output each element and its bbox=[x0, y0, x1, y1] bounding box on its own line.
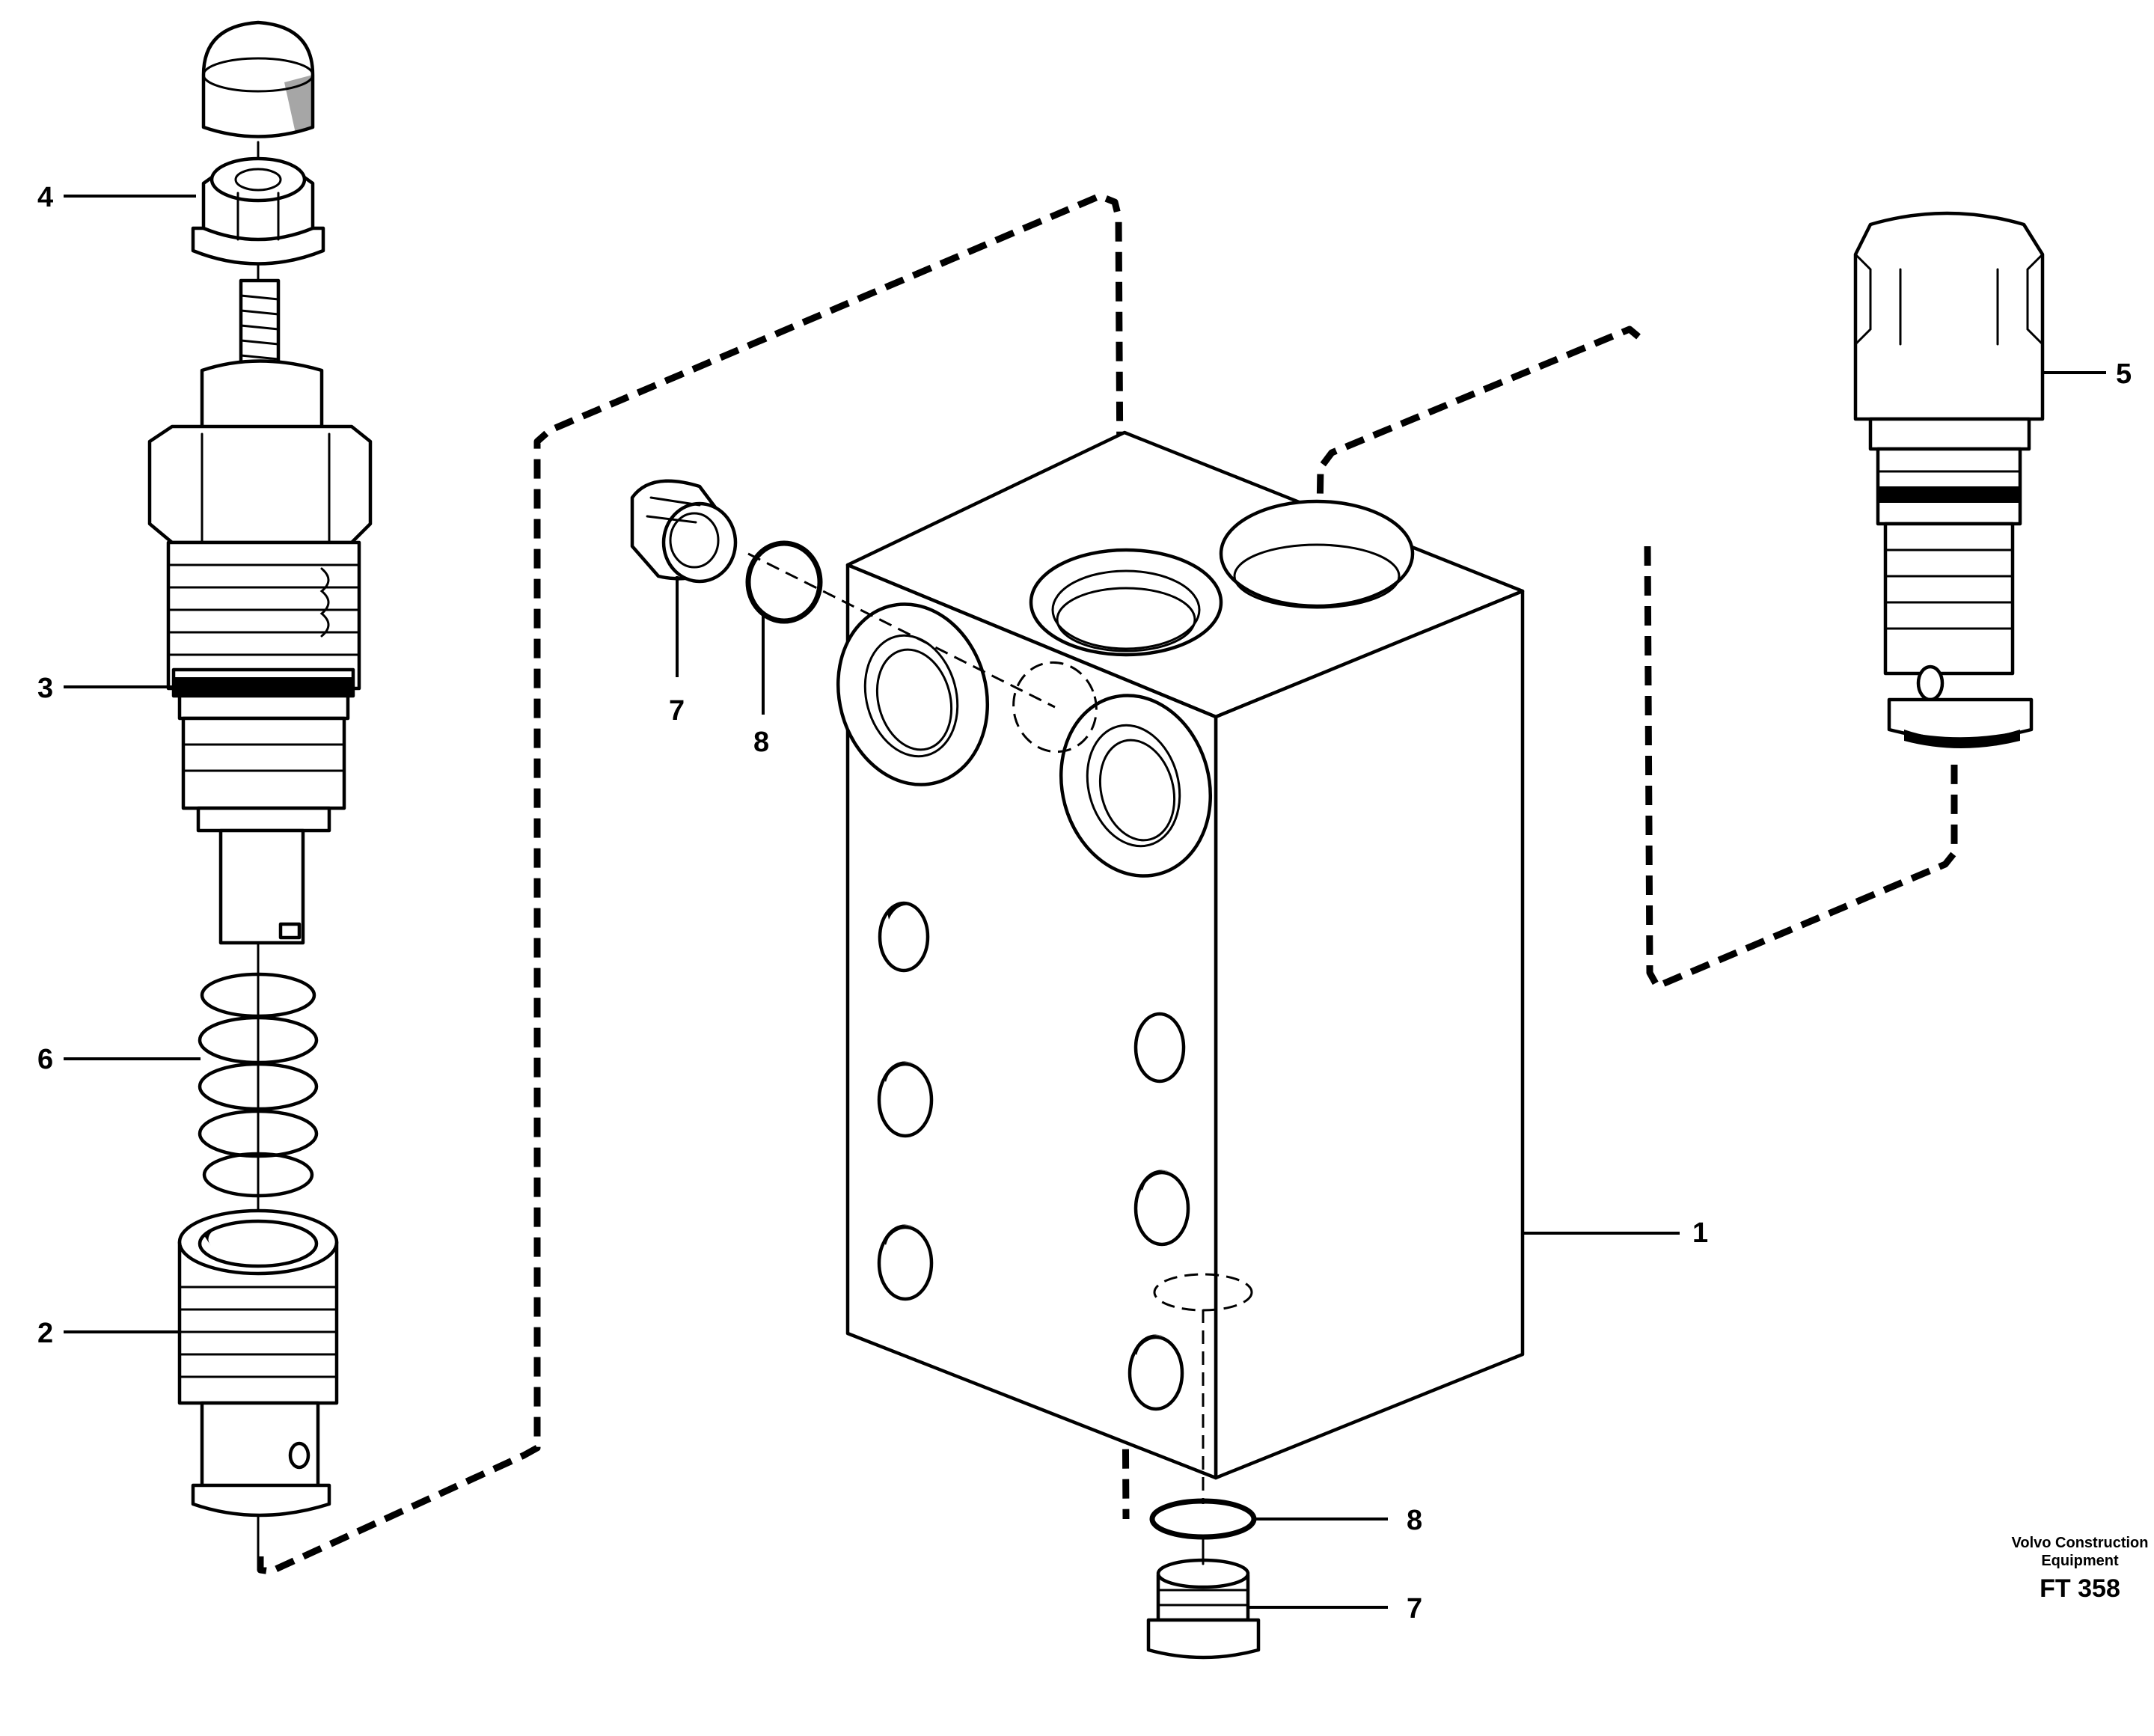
hidden-plug-seat bbox=[1012, 661, 1098, 754]
dust-cap bbox=[201, 20, 315, 138]
lock-nut bbox=[191, 156, 325, 266]
callout-5: 5 bbox=[2116, 358, 2132, 390]
callout-8-bottom: 8 bbox=[1407, 1505, 1422, 1536]
callout-6: 6 bbox=[37, 1044, 53, 1075]
valve-seat-sleeve bbox=[177, 1208, 339, 1518]
dashed-line-right-valve bbox=[1644, 545, 1958, 990]
company-name-line1: Volvo Construction bbox=[2012, 1535, 2149, 1551]
small-port-2 bbox=[1133, 1012, 1186, 1084]
right-valve-cartridge bbox=[1853, 211, 2045, 748]
callout-2: 2 bbox=[37, 1318, 53, 1349]
top-port-right bbox=[1219, 499, 1415, 608]
figure-footer: Volvo Construction Equipment FT 358 bbox=[2012, 1535, 2149, 1603]
callout-labels: 1 2 3 4 5 6 7 8 8 7 bbox=[37, 182, 2132, 1625]
o-ring-top bbox=[745, 540, 823, 624]
callout-7-bottom: 7 bbox=[1407, 1593, 1422, 1625]
dashed-line-left-valve bbox=[257, 192, 1130, 1575]
leader-lines bbox=[64, 195, 2106, 1609]
valve-block bbox=[747, 430, 1525, 1504]
callout-8-top: 8 bbox=[753, 727, 769, 758]
small-port-5 bbox=[877, 1225, 934, 1301]
block-right-face bbox=[1214, 589, 1525, 1480]
callout-7-top: 7 bbox=[669, 695, 685, 727]
o-ring-bottom bbox=[1149, 1498, 1257, 1540]
callout-4: 4 bbox=[37, 182, 53, 213]
small-port-4 bbox=[1133, 1170, 1190, 1247]
plug-bottom bbox=[1146, 1536, 1261, 1660]
top-port-left bbox=[1029, 548, 1223, 657]
relief-valve-cartridge bbox=[147, 359, 373, 945]
small-port-6 bbox=[1128, 1335, 1184, 1411]
callout-1: 1 bbox=[1692, 1217, 1708, 1249]
company-name-line2: Equipment bbox=[2041, 1553, 2119, 1569]
plug-top bbox=[630, 479, 738, 584]
spring bbox=[198, 972, 319, 1198]
figure-code: FT 358 bbox=[2040, 1574, 2120, 1603]
left-valve-stack bbox=[147, 20, 373, 1558]
callout-3: 3 bbox=[37, 673, 53, 704]
top-port-left-thread bbox=[1051, 569, 1201, 650]
small-port-3 bbox=[877, 1062, 934, 1138]
small-port-1 bbox=[878, 901, 930, 973]
